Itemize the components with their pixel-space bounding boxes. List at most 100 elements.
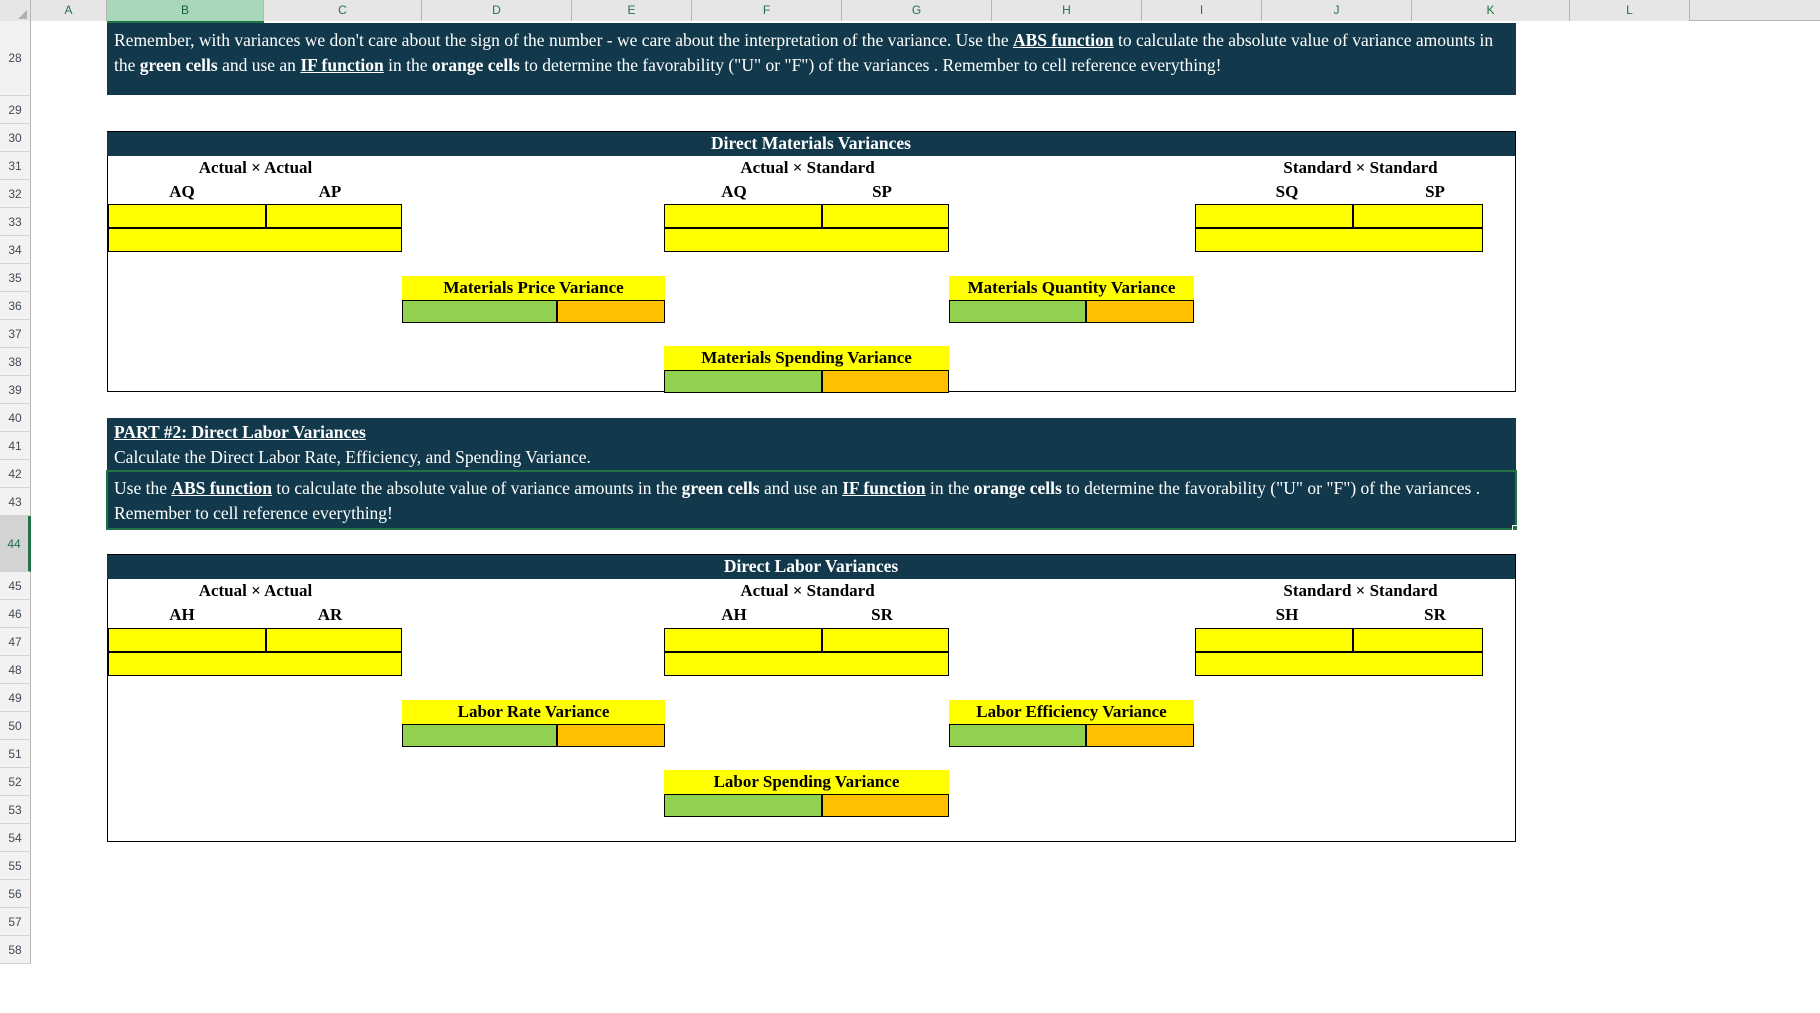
row-header-50[interactable]: 50 [0, 712, 31, 740]
materials-spending-variance-amount-cell[interactable] [664, 370, 822, 393]
labor-spending-variance-label: Labor Spending Variance [664, 770, 949, 794]
labor-rate-variance-favorability-cell[interactable] [557, 724, 665, 747]
row-header-38[interactable]: 38 [0, 348, 31, 376]
labor-instructions-cell[interactable]: Use the ABS function to calculate the ab… [106, 470, 1517, 530]
materials-price-variance-amount-cell[interactable] [402, 300, 557, 323]
text-segment-8: to determine the favorability ("U" or "F… [114, 478, 1481, 523]
column-header-h[interactable]: H [992, 0, 1142, 21]
row-header-36[interactable]: 36 [0, 292, 31, 320]
row-header-31[interactable]: 31 [0, 152, 31, 180]
labor-input-sr-standard[interactable] [822, 628, 949, 652]
materials-input-aq-actual[interactable] [108, 204, 266, 228]
row-header-48[interactable]: 48 [0, 656, 31, 684]
row-header-46[interactable]: 46 [0, 600, 31, 628]
materials-input-aq-standard[interactable] [664, 204, 822, 228]
materials-total-actual-standard[interactable] [664, 228, 949, 252]
text-segment-5: IF function [300, 54, 384, 75]
row-header-41[interactable]: 41 [0, 432, 31, 460]
text-segment-8: to determine the favorability ("U" or "F… [519, 54, 1222, 75]
row-header-58[interactable]: 58 [0, 936, 31, 964]
row-header-43[interactable]: 43 [0, 488, 31, 516]
row-header-34[interactable]: 34 [0, 236, 31, 264]
materials-input-sp-standard[interactable] [822, 204, 949, 228]
column-header-c[interactable]: C [264, 0, 422, 21]
labor-total-standard-standard[interactable] [1195, 652, 1483, 676]
labor-spending-variance-favorability-cell[interactable] [822, 794, 949, 817]
row-header-44[interactable]: 44 [0, 516, 31, 572]
column-header-j[interactable]: J [1262, 0, 1412, 21]
materials-input-ap-actual[interactable] [266, 204, 402, 228]
labor-input-ar-actual[interactable] [266, 628, 402, 652]
row-header-53[interactable]: 53 [0, 796, 31, 824]
materials-sublabel-0-right: AP [318, 182, 342, 201]
materials-group-heading-2: Standard × Standard [1283, 158, 1438, 177]
text-segment-0: Use the [114, 478, 172, 498]
text-segment-3: green cells [681, 478, 760, 498]
labor-section-title: Direct Labor Variances [107, 555, 1515, 579]
row-header-57[interactable]: 57 [0, 908, 31, 936]
text-segment-4: and use an [759, 478, 843, 498]
text-segment-2: to calculate the absolute value of varia… [272, 478, 682, 498]
materials-input-sp-std2[interactable] [1353, 204, 1483, 228]
text-segment-2: to calculate the absolute value of varia… [114, 30, 1494, 75]
text-segment-7: orange cells [973, 478, 1062, 498]
row-header-35[interactable]: 35 [0, 264, 31, 292]
labor-sublabel-2-right: SR [1424, 605, 1446, 624]
labor-total-actual-actual[interactable] [108, 652, 402, 676]
labor-rate-variance-amount-cell[interactable] [402, 724, 557, 747]
text-segment-1: ABS function [1012, 30, 1114, 50]
row-header-56[interactable]: 56 [0, 880, 31, 908]
column-header-g[interactable]: G [842, 0, 992, 21]
materials-quantity-variance-amount-cell[interactable] [949, 300, 1086, 323]
labor-efficiency-variance-amount-cell[interactable] [949, 724, 1086, 747]
labor-input-sh-standard[interactable] [1195, 628, 1353, 652]
row-header-30[interactable]: 30 [0, 124, 31, 152]
materials-sublabel-1-right: SP [872, 182, 892, 201]
labor-input-sr-std2[interactable] [1353, 628, 1483, 652]
selection-fill-handle[interactable] [1512, 525, 1518, 531]
row-header-47[interactable]: 47 [0, 628, 31, 656]
row-header-52[interactable]: 52 [0, 768, 31, 796]
column-header-d[interactable]: D [422, 0, 572, 21]
labor-sublabel-0-right: AR [317, 605, 343, 624]
labor-efficiency-variance-favorability-cell[interactable] [1086, 724, 1194, 747]
labor-rate-variance-label: Labor Rate Variance [402, 700, 665, 724]
row-header-54[interactable]: 54 [0, 824, 31, 852]
materials-total-actual-actual[interactable] [108, 228, 402, 252]
column-header-i[interactable]: I [1142, 0, 1262, 21]
row-header-29[interactable]: 29 [0, 96, 31, 124]
materials-quantity-variance-favorability-cell[interactable] [1086, 300, 1194, 323]
row-header-45[interactable]: 45 [0, 572, 31, 600]
materials-input-sq-standard[interactable] [1195, 204, 1353, 228]
part2-title: PART #2: Direct Labor Variances [114, 422, 366, 442]
column-header-a[interactable]: A [31, 0, 107, 21]
row-header-40[interactable]: 40 [0, 404, 31, 432]
row-header-51[interactable]: 51 [0, 740, 31, 768]
labor-spending-variance-amount-cell[interactable] [664, 794, 822, 817]
row-header-28[interactable]: 28 [0, 21, 31, 96]
materials-price-variance-favorability-cell[interactable] [557, 300, 665, 323]
labor-group-heading-0: Actual × Actual [198, 581, 313, 600]
row-header-33[interactable]: 33 [0, 208, 31, 236]
row-header-37[interactable]: 37 [0, 320, 31, 348]
column-header-b[interactable]: B [107, 0, 264, 21]
variance-instructions-banner: Remember, with variances we don't care a… [107, 23, 1516, 95]
labor-total-actual-standard[interactable] [664, 652, 949, 676]
row-header-49[interactable]: 49 [0, 684, 31, 712]
select-all-corner[interactable] [0, 0, 31, 21]
select-all-triangle-icon [18, 10, 27, 19]
row-header-42[interactable]: 42 [0, 460, 31, 488]
row-header-32[interactable]: 32 [0, 180, 31, 208]
row-header-55[interactable]: 55 [0, 852, 31, 880]
column-header-k[interactable]: K [1412, 0, 1570, 21]
materials-spending-variance-favorability-cell[interactable] [822, 370, 949, 393]
materials-sublabel-1-left: AQ [721, 182, 747, 201]
materials-total-standard-standard[interactable] [1195, 228, 1483, 252]
text-segment-3: green cells [139, 54, 218, 75]
labor-input-ah-standard[interactable] [664, 628, 822, 652]
column-header-e[interactable]: E [572, 0, 692, 21]
column-header-l[interactable]: L [1570, 0, 1690, 21]
column-header-f[interactable]: F [692, 0, 842, 21]
row-header-39[interactable]: 39 [0, 376, 31, 404]
labor-input-ah-actual[interactable] [108, 628, 266, 652]
